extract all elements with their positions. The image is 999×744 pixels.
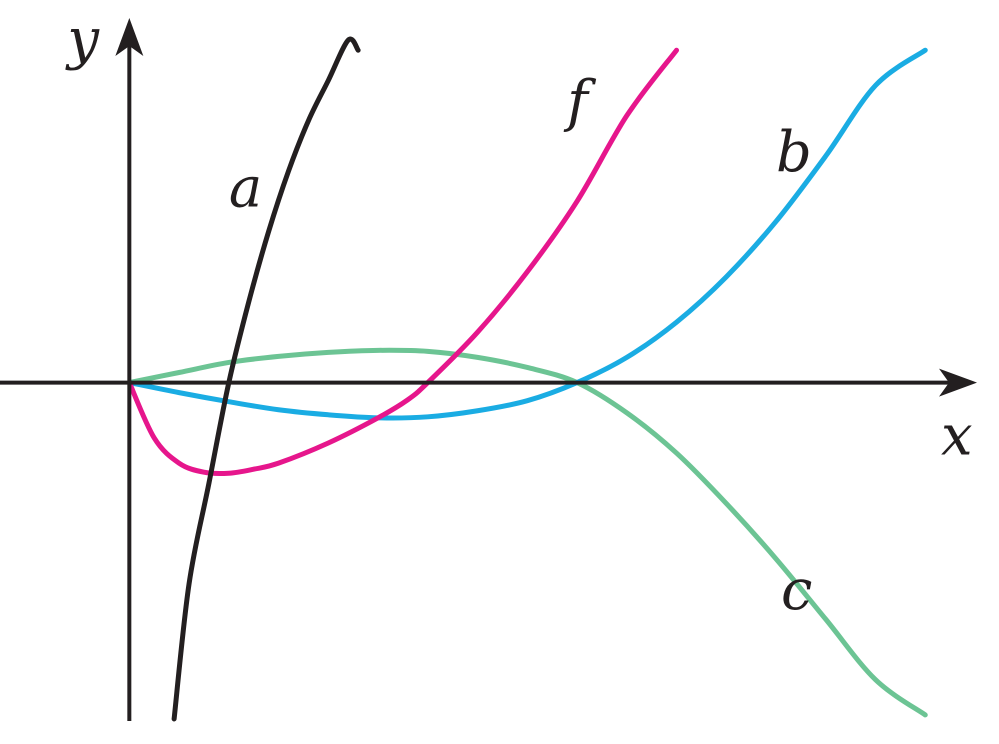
x-axis-label: x [941, 404, 973, 469]
curves-layer [126, 36, 928, 722]
curve-label-c: c [781, 558, 812, 623]
y-axis-label: y [64, 7, 100, 72]
curve-labels-layer: a f b c [229, 70, 813, 623]
curve-label-b: b [776, 120, 812, 185]
curve-b [126, 47, 928, 421]
curve-a [171, 36, 361, 722]
curve-label-f: f [563, 70, 597, 135]
curve-c [126, 347, 928, 718]
curve-label-a: a [229, 155, 262, 220]
y-axis-arrow-icon [115, 18, 144, 56]
curve-f [126, 47, 680, 477]
x-axis-arrow-icon [939, 368, 977, 397]
